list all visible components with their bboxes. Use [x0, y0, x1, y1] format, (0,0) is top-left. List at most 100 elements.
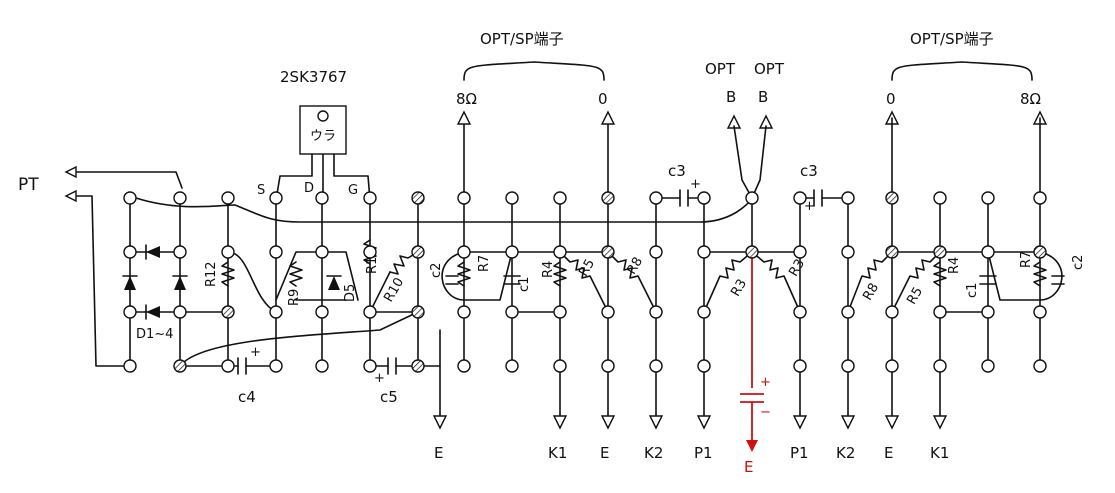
c2-left-label: c2: [429, 263, 444, 278]
r3-right-label: R3: [786, 257, 808, 279]
pt-arrow-upper: [64, 165, 77, 179]
terminal-post: [933, 359, 947, 373]
r4-right-label: R4: [947, 257, 962, 274]
terminal-post: [793, 191, 807, 205]
bottom-label-p1-2: P1: [790, 444, 809, 462]
terminal-post: [457, 245, 471, 259]
c3-left-label: c3: [668, 162, 686, 180]
terminal-post: [269, 245, 283, 259]
terminal-post: [553, 191, 567, 205]
terminal-post: [363, 359, 377, 373]
r7-left-label: R7: [477, 255, 492, 272]
terminal-post: [315, 245, 329, 259]
terminal-post: [601, 191, 615, 205]
bottom-label-e-3: E: [884, 444, 893, 462]
terminal-post: [173, 359, 187, 373]
opt-label-2: OPT: [754, 60, 785, 78]
terminal-post: [123, 305, 137, 319]
terminal-post: [841, 245, 855, 259]
terminal-post: [411, 305, 425, 319]
transistor-back-label: ウラ: [310, 129, 336, 144]
terminal-post: [649, 245, 663, 259]
diode-d5-icon: [328, 276, 340, 290]
terminal-post: [933, 191, 947, 205]
terminal-post: [981, 191, 995, 205]
terminal-post: [745, 191, 759, 205]
terminal-8ohm-left: 8Ω: [456, 90, 477, 108]
resistor-r12-icon: [221, 261, 235, 287]
pin-g-label: G: [348, 183, 358, 198]
c3-right-label: c3: [800, 162, 818, 180]
top-bus-wire: [135, 197, 753, 223]
terminal-post: [553, 359, 567, 373]
resistor-r8-left-icon: [607, 251, 657, 313]
terminal-post: [885, 191, 899, 205]
p1-arrow-right: [792, 415, 808, 430]
terminal-post: [269, 191, 283, 205]
red-plus-label: +: [760, 375, 771, 390]
terminal-post: [269, 359, 283, 373]
resistor-r10-icon: [389, 251, 419, 275]
terminal-post: [697, 305, 711, 319]
terminal-post: [601, 305, 615, 319]
terminal-post: [981, 359, 995, 373]
terminal-post: [411, 191, 425, 205]
terminal-0-left: 0: [598, 90, 608, 108]
terminal-post: [745, 245, 759, 259]
k1-arrow-left: [552, 415, 568, 430]
terminal-post: [363, 245, 377, 259]
e-arrow-3: [884, 415, 900, 430]
terminal-post: [221, 359, 235, 373]
r12-label: R12: [204, 261, 219, 287]
terminal-post: [123, 359, 137, 373]
r7-right-label: R7: [1019, 251, 1034, 268]
svg-text:+: +: [804, 199, 815, 214]
terminal-post: [363, 191, 377, 205]
terminal-post: [841, 191, 855, 205]
pt-wire-lower: [71, 195, 131, 367]
k2-arrow-left: [648, 415, 664, 430]
terminal-post: [981, 305, 995, 319]
resistor-r7-right-icon: [1033, 261, 1047, 287]
terminal-post: [1033, 359, 1047, 373]
terminal-8ohm-right: 8Ω: [1020, 90, 1041, 108]
terminal-post: [411, 245, 425, 259]
pin-d-label: D: [304, 181, 314, 196]
pt-arrow-lower: [64, 189, 77, 203]
terminal-post: [221, 191, 235, 205]
d5-label: D5: [343, 284, 358, 302]
terminal-post: [457, 359, 471, 373]
b-label-1: B: [726, 88, 736, 106]
terminal-post: [697, 191, 711, 205]
resistor-r8-right-icon: [847, 251, 893, 313]
r9-label: R9: [287, 289, 302, 306]
diode-group-label: D1~4: [136, 327, 173, 342]
terminal-post: [173, 245, 187, 259]
terminal-post: [933, 305, 947, 319]
pt-wire-upper: [71, 171, 183, 189]
r4-left-label: R4: [541, 261, 556, 278]
terminal-post: [793, 245, 807, 259]
terminal-post: [505, 245, 519, 259]
pt-label: PT: [18, 175, 39, 195]
terminal-post: [649, 305, 663, 319]
terminal-post: [363, 305, 377, 319]
terminal-post: [1033, 245, 1047, 259]
resistor-r7-left-icon: [457, 261, 471, 287]
terminal-post: [457, 305, 471, 319]
r5-right-label: R5: [904, 285, 926, 307]
e-arrow-1: [432, 415, 448, 430]
k1-arrow-right: [932, 415, 948, 430]
bottom-label-k2-1: K2: [644, 444, 663, 462]
terminal-post: [173, 305, 187, 319]
bottom-label-e-2: E: [600, 444, 609, 462]
diode-d2-icon: [146, 306, 160, 318]
terminal-post: [221, 305, 235, 319]
terminal-post: [885, 305, 899, 319]
terminal-post: [315, 359, 329, 373]
terminal-post: [649, 359, 663, 373]
terminal-posts: [123, 191, 1047, 373]
terminal-post: [221, 245, 235, 259]
terminal-post: [1033, 305, 1047, 319]
